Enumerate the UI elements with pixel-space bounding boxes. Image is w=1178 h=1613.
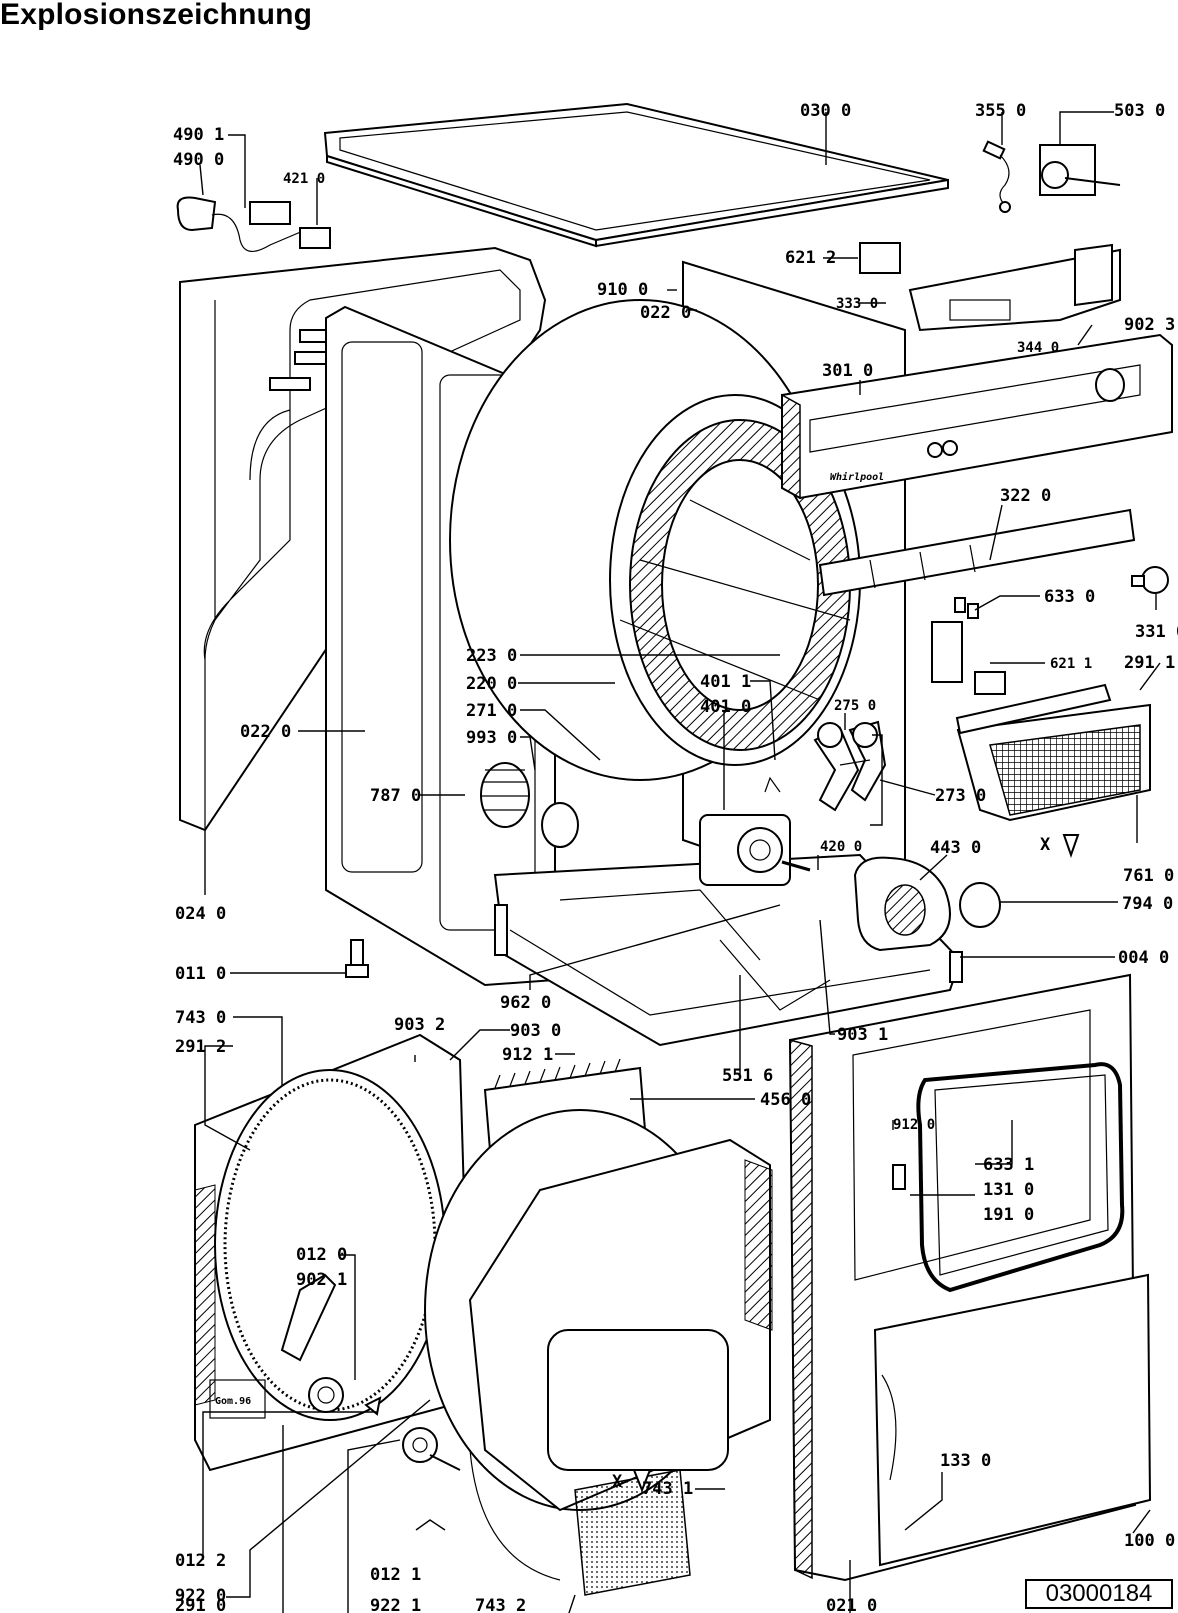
filter-part xyxy=(955,683,1151,822)
door-switch-part xyxy=(931,597,1006,695)
pcb-part xyxy=(908,243,1121,332)
label-291-0: 291 0 xyxy=(175,1596,226,1613)
label-333-0: 333 0 xyxy=(836,296,878,312)
label-271-0: 271 0 xyxy=(466,701,517,721)
label-024-0: 024 0 xyxy=(175,904,226,924)
thermostat-part xyxy=(982,140,1011,213)
label-401-0: 401 0 xyxy=(700,697,751,717)
label-030-0: 030 0 xyxy=(800,101,851,121)
label-743-0: 743 0 xyxy=(175,1008,226,1028)
label-421-0: 421 0 xyxy=(283,171,325,187)
label-420-0: 420 0 xyxy=(820,839,862,855)
power-cord-part xyxy=(176,196,331,252)
label-443-0: 443 0 xyxy=(930,838,981,858)
label-902-1: 902 1 xyxy=(296,1270,347,1290)
control-panel-part: Whirlpool xyxy=(781,333,1173,500)
label-743-2: 743 2 xyxy=(475,1596,526,1613)
label-903-1: 903 1 xyxy=(837,1025,888,1045)
switch-part xyxy=(859,242,901,274)
label-993-0: 993 0 xyxy=(466,728,517,748)
label-191-0: 191 0 xyxy=(983,1205,1034,1225)
label-275-0: 275 0 xyxy=(834,698,876,714)
svg-text:X: X xyxy=(1040,835,1051,855)
label-922-0: 922 0 xyxy=(175,1586,226,1606)
label-503-0: 503 0 xyxy=(1114,101,1165,121)
rear-bulkhead-part: Gom.96 xyxy=(194,1033,472,1472)
label-133-0: 133 0 xyxy=(940,1451,991,1471)
seal-ring-part xyxy=(959,882,1001,928)
timer-part xyxy=(1039,144,1121,196)
label-291-1: 291 1 xyxy=(1124,653,1175,673)
label-621-2: 621 2 xyxy=(785,248,836,268)
direction-marker-top: X xyxy=(1040,834,1080,859)
label-551-6: 551 6 xyxy=(722,1066,773,1086)
brand-logo: Whirlpool xyxy=(830,471,884,483)
front-bulkhead-part xyxy=(424,1109,773,1596)
screw-part xyxy=(345,939,369,978)
drum-part xyxy=(449,299,861,781)
label-490-0: 490 0 xyxy=(173,150,224,170)
top-cover-part xyxy=(323,102,949,248)
label-633-1: 633 1 xyxy=(983,1155,1034,1175)
label-355-0: 355 0 xyxy=(975,101,1026,121)
label-022-0-right: 022 0 xyxy=(640,303,691,323)
label-100-0: 100 0 xyxy=(1124,1531,1175,1551)
label-273-0: 273 0 xyxy=(935,786,986,806)
label-012-1: 012 1 xyxy=(370,1565,421,1585)
label-910-0: 910 0 xyxy=(597,280,648,300)
label-633-0: 633 0 xyxy=(1044,587,1095,607)
label-021-0: 021 0 xyxy=(826,1596,877,1613)
label-743-1: 743 1 xyxy=(642,1479,693,1499)
label-456-0: 456 0 xyxy=(760,1090,811,1110)
label-490-1: 490 1 xyxy=(173,125,224,145)
label-012-2: 012 2 xyxy=(175,1551,226,1571)
label-922-1: 922 1 xyxy=(370,1596,421,1613)
label-787-0: 787 0 xyxy=(370,786,421,806)
label-903-0: 903 0 xyxy=(510,1021,561,1041)
panel-strip-part xyxy=(818,508,1136,597)
label-794-0: 794 0 xyxy=(1122,894,1173,914)
motor-part xyxy=(699,776,811,886)
svg-text:X: X xyxy=(612,1472,623,1492)
label-022-0-left: 022 0 xyxy=(240,722,291,742)
label-401-1: 401 1 xyxy=(700,672,751,692)
label-761-0: 761 0 xyxy=(1123,866,1174,886)
label-012-0: 012 0 xyxy=(296,1245,347,1265)
document-number: 03000184 xyxy=(1025,1579,1173,1609)
label-004-0: 004 0 xyxy=(1118,948,1169,968)
blower-part xyxy=(853,856,951,952)
label-220-0: 220 0 xyxy=(466,674,517,694)
leader-lines xyxy=(199,111,1161,1613)
page-title: Explosionszeichnung xyxy=(0,0,313,31)
door-part xyxy=(873,1273,1152,1567)
dial-plate-text: Gom.96 xyxy=(215,1396,251,1407)
base-part xyxy=(493,853,963,1047)
part-labels: 490 1 490 0 421 0 030 0 355 0 503 0 621 … xyxy=(173,101,1178,1613)
label-291-2: 291 2 xyxy=(175,1037,226,1057)
label-902-3: 902 3 xyxy=(1124,315,1175,335)
label-962-0: 962 0 xyxy=(500,993,551,1013)
label-912-1: 912 1 xyxy=(502,1045,553,1065)
label-011-0: 011 0 xyxy=(175,964,226,984)
label-322-0: 322 0 xyxy=(1000,486,1051,506)
label-131-0: 131 0 xyxy=(983,1180,1034,1200)
label-621-1: 621 1 xyxy=(1050,656,1092,672)
idler-part xyxy=(813,720,887,812)
label-223-0: 223 0 xyxy=(466,646,517,666)
knob-part xyxy=(1131,566,1169,594)
bearing-part xyxy=(364,1396,461,1471)
label-331-0: 331 0 xyxy=(1135,622,1178,642)
label-903-2: 903 2 xyxy=(394,1015,445,1035)
hose-part xyxy=(480,762,579,848)
label-912-0: 912 0 xyxy=(893,1117,935,1133)
direction-marker-bottom: X xyxy=(612,1469,652,1493)
label-344-0: 344 0 xyxy=(1017,340,1059,356)
label-301-0: 301 0 xyxy=(822,361,873,381)
